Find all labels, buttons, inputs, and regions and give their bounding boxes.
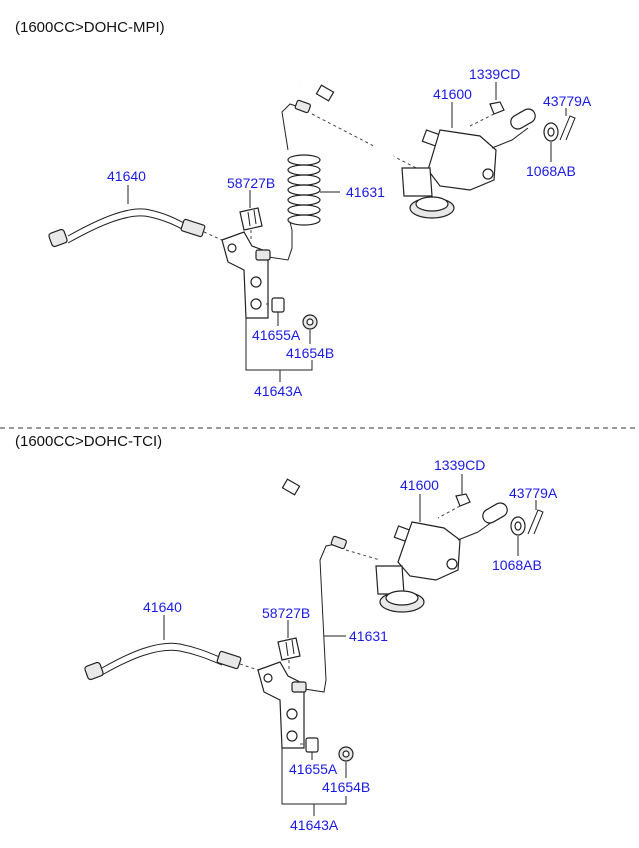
label-43779A: 43779A	[509, 485, 558, 501]
master-cylinder-41600[interactable]	[375, 500, 510, 613]
bushing-41654B[interactable]	[302, 314, 318, 330]
pin-43779A[interactable]	[559, 115, 576, 141]
label-41640: 41640	[143, 599, 182, 615]
reservoir-pipe	[298, 78, 441, 179]
clip-58727B[interactable]	[239, 207, 263, 242]
nut-1339CD[interactable]	[469, 101, 505, 127]
section-mpi: (1600CC>DOHC-MPI)	[15, 19, 592, 399]
label-43779A: 43779A	[543, 93, 592, 109]
label-41654B: 41654B	[286, 345, 334, 361]
label-41654B: 41654B	[322, 779, 370, 795]
label-41655A: 41655A	[289, 761, 338, 777]
pin-43779A[interactable]	[527, 509, 544, 535]
label-41600: 41600	[400, 477, 439, 493]
bushing-41655A[interactable]	[266, 297, 285, 313]
label-58727B: 58727B	[262, 605, 310, 621]
clip-58727B[interactable]	[277, 637, 301, 672]
bracket[interactable]	[221, 231, 269, 319]
master-cylinder-41600[interactable]	[401, 106, 538, 219]
label-41655A: 41655A	[252, 327, 301, 343]
nut-1339CD[interactable]	[437, 493, 471, 519]
clutch-tube-41631[interactable]	[255, 99, 421, 261]
section-title: (1600CC>DOHC-TCI)	[15, 433, 162, 450]
label-1068AB: 1068AB	[526, 163, 576, 179]
label-41640: 41640	[107, 168, 146, 184]
clutch-hose-41640[interactable]	[84, 642, 259, 681]
leader-lines	[163, 474, 537, 816]
leader-lines	[127, 82, 567, 382]
label-41631: 41631	[349, 628, 388, 644]
label-58727B: 58727B	[227, 175, 275, 191]
section-tci: (1600CC>DOHC-TCI)	[15, 433, 558, 833]
washer-1068AB[interactable]	[510, 516, 526, 536]
reservoir-pipe	[268, 470, 413, 560]
label-41600: 41600	[433, 86, 472, 102]
washer-1068AB[interactable]	[543, 122, 559, 142]
label-41643A: 41643A	[254, 383, 303, 399]
bushing-41654B[interactable]	[338, 746, 354, 762]
tube-coil	[287, 154, 321, 226]
section-title: (1600CC>DOHC-MPI)	[15, 19, 165, 36]
label-1339CD: 1339CD	[434, 457, 485, 473]
label-1068AB: 1068AB	[492, 557, 542, 573]
clutch-hose-41640[interactable]	[48, 208, 223, 248]
label-41631: 41631	[346, 184, 385, 200]
label-1339CD: 1339CD	[469, 66, 520, 82]
label-41643A: 41643A	[290, 817, 339, 833]
clutch-tube-41631[interactable]	[291, 535, 381, 693]
bracket[interactable]	[257, 661, 305, 749]
